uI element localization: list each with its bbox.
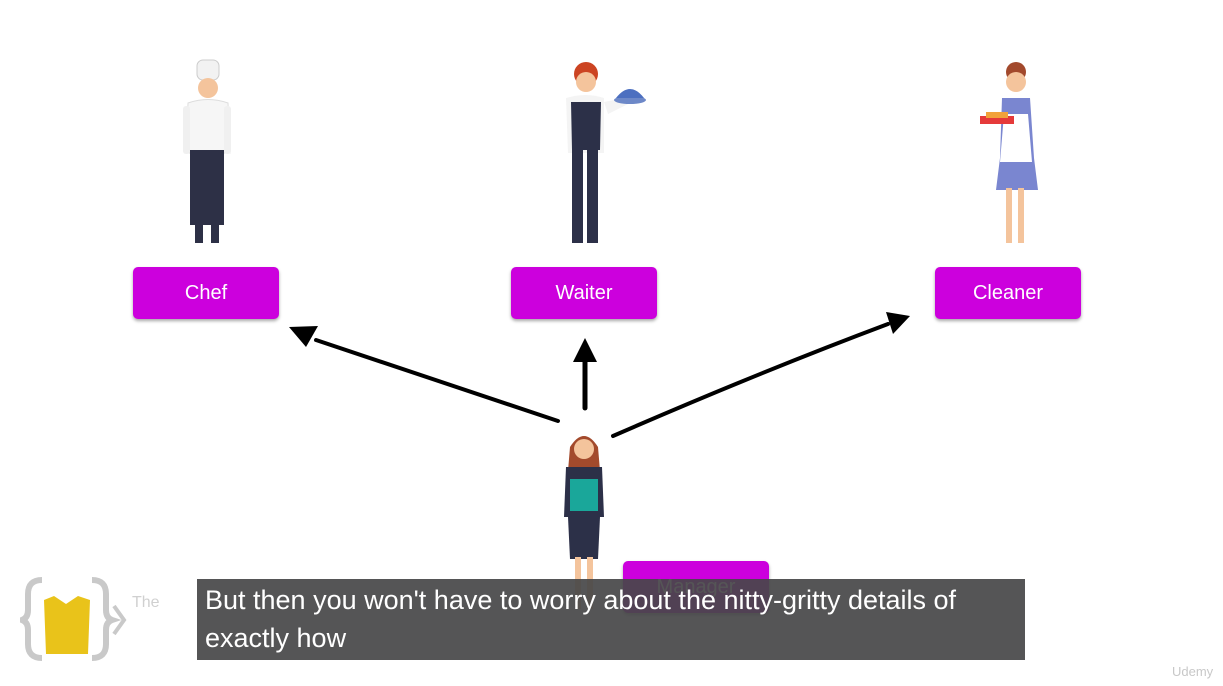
arrow-to-waiter xyxy=(573,338,597,411)
waiter-figure xyxy=(566,62,646,243)
subtitle-caption: But then you won't have to worry about t… xyxy=(197,579,1025,660)
watermark-text: Udemy xyxy=(1172,664,1214,679)
caption-line-2: exactly how xyxy=(205,623,347,653)
arrow-to-chef xyxy=(289,326,560,423)
cleaner-button[interactable]: Cleaner xyxy=(935,267,1081,319)
cleaner-figure xyxy=(980,62,1038,243)
logo-text: The xyxy=(132,594,160,611)
caption-line-1: But then you won't have to worry about t… xyxy=(205,585,957,615)
code-braces-logo-icon xyxy=(20,577,127,661)
chef-figure xyxy=(183,59,231,243)
waiter-button[interactable]: Waiter xyxy=(511,267,657,319)
chef-button[interactable]: Chef xyxy=(133,267,279,319)
arrow-to-cleaner xyxy=(611,312,910,438)
